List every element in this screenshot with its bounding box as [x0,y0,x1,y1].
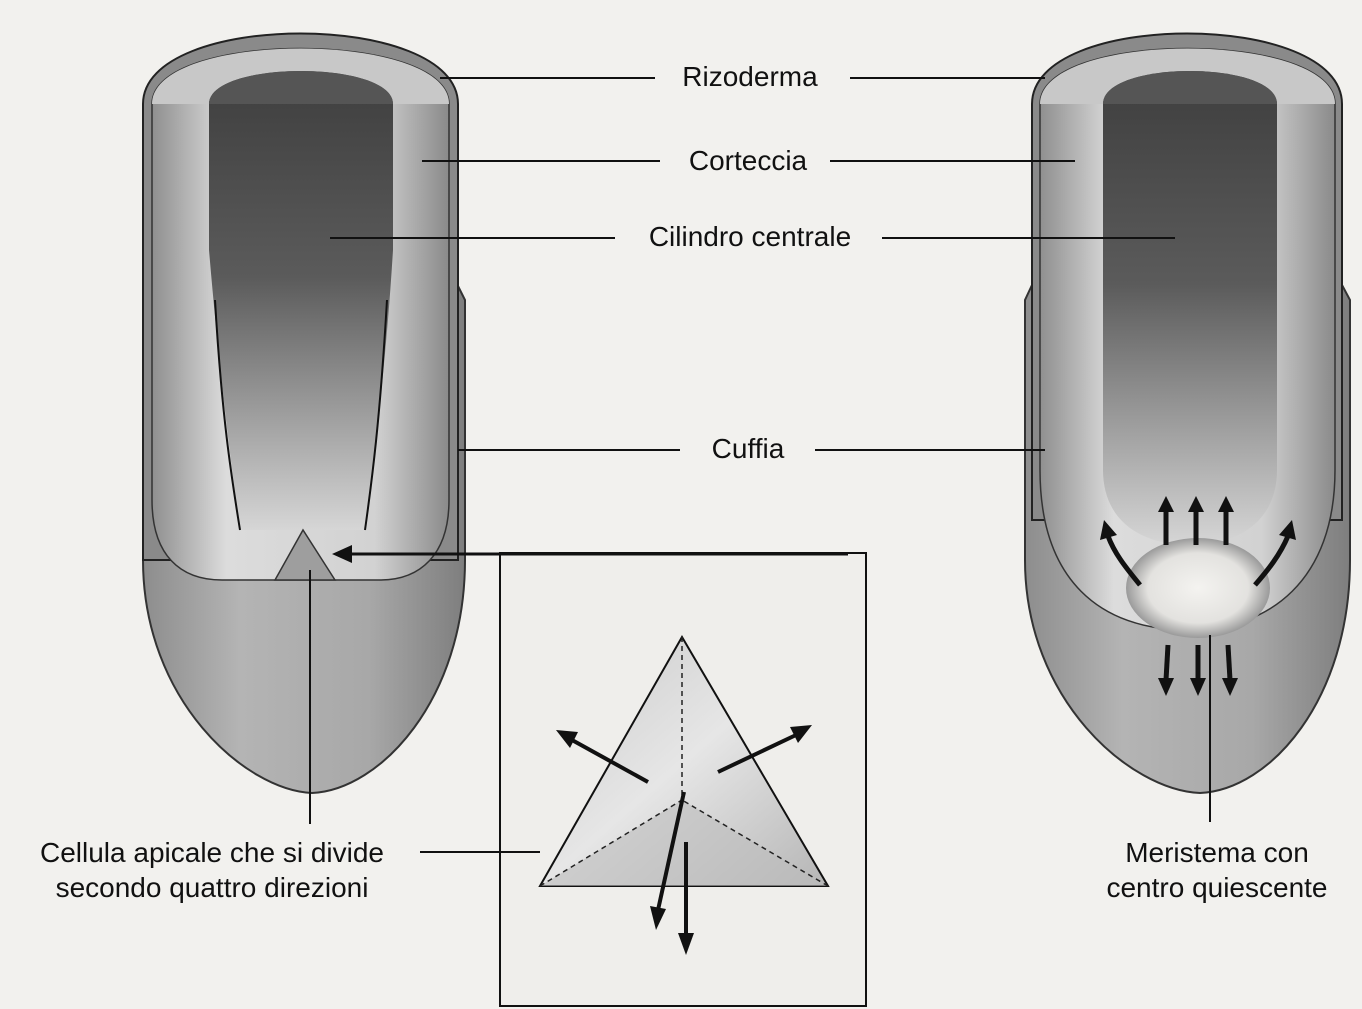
left-root-drawing [143,34,465,794]
label-cilindro-centrale: Cilindro centrale [649,221,851,252]
right-root-drawing [1025,34,1350,794]
label-corteccia: Corteccia [689,145,808,176]
label-rizoderma: Rizoderma [682,61,818,92]
label-meristem-line2: centro quiescente [1106,872,1327,903]
left-central-cylinder [209,71,393,530]
label-cuffia: Cuffia [712,433,785,464]
label-apical-line2: secondo quattro direzioni [56,872,369,903]
label-apical-line1: Cellula apicale che si divide [40,837,384,868]
label-meristem-line1: Meristema con [1125,837,1309,868]
right-central-cylinder [1103,71,1277,545]
quiescent-center [1126,538,1270,638]
